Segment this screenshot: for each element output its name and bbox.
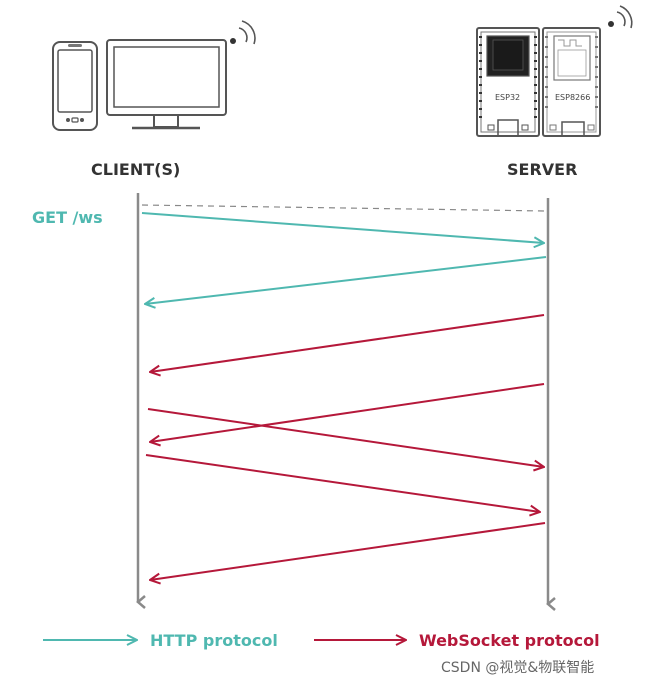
esp32-board-icon: ESP32 [476, 27, 540, 137]
legend-http-label: HTTP protocol [150, 631, 278, 650]
esp8266-label: ESP8266 [555, 93, 590, 102]
wifi-icon [608, 5, 633, 29]
ws-server-to-client-3 [150, 522, 546, 580]
wifi-icon [230, 20, 256, 45]
phone-icon [52, 41, 98, 131]
esp8266-board-icon: ESP8266 [542, 27, 601, 137]
http-response-arrow [145, 256, 547, 304]
monitor-icon [106, 39, 227, 130]
ws-client-to-server-1 [147, 408, 544, 467]
client-title: CLIENT(S) [91, 160, 181, 179]
esp32-label: ESP32 [495, 93, 520, 102]
dashed-separator [141, 204, 547, 212]
ws-server-to-client-2 [150, 383, 545, 442]
legend-websocket-label: WebSocket protocol [419, 631, 600, 650]
watermark: CSDN @视觉&物联智能 [441, 660, 595, 676]
ws-server-to-client-1 [150, 314, 545, 372]
server-title: SERVER [507, 160, 578, 179]
ws-client-to-server-2 [145, 454, 540, 512]
get-request-label: GET /ws [32, 208, 103, 227]
http-request-arrow [141, 212, 544, 243]
